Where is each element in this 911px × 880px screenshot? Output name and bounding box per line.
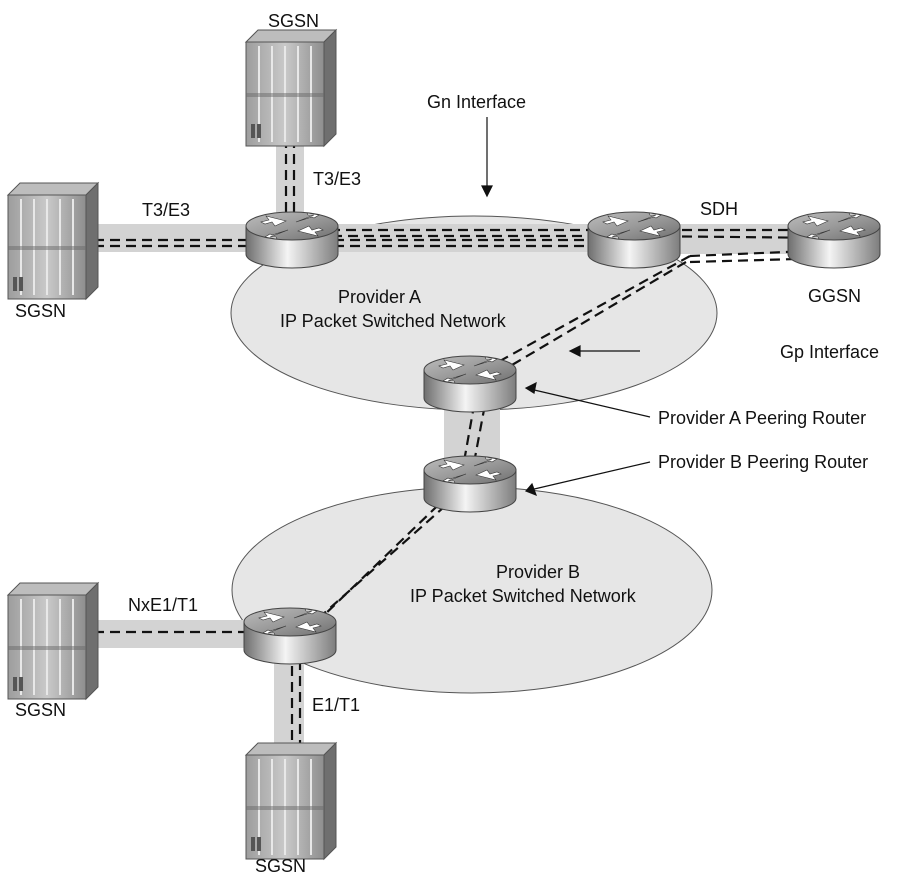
provider-a-peering-arrow bbox=[529, 388, 651, 418]
path-gp-1 bbox=[289, 255, 691, 649]
sgsn-left-label: SGSN bbox=[15, 301, 66, 321]
path-gp-2 bbox=[277, 261, 687, 655]
ggsn-router-icon bbox=[787, 211, 881, 269]
provider-b-peering-label: Provider B Peering Router bbox=[658, 452, 868, 472]
link-band-provider-a-backbone bbox=[294, 224, 634, 252]
t3e3-top-label: T3/E3 bbox=[313, 169, 361, 189]
provider-b-peering-router-icon bbox=[423, 455, 517, 513]
sgsn-server-icon bbox=[7, 582, 99, 700]
ggsn-label: GGSN bbox=[808, 286, 861, 306]
sgsn-bottom-label: SGSN bbox=[255, 856, 306, 876]
provider-a-peering-router-icon bbox=[423, 355, 517, 413]
gn-interface-label: Gn Interface bbox=[427, 92, 526, 112]
nxe1t1-label: NxE1/T1 bbox=[128, 595, 198, 615]
router-icon bbox=[243, 607, 337, 665]
router-icon bbox=[587, 211, 681, 269]
sgsn-server-icon bbox=[7, 182, 99, 300]
sgsn-server-icon bbox=[245, 742, 337, 860]
provider-b-peering-arrow bbox=[529, 461, 651, 491]
sgsn-bottom-left-label: SGSN bbox=[15, 700, 66, 720]
provider-b-line1: Provider B bbox=[496, 562, 580, 582]
sgsn-top-label: SGSN bbox=[268, 11, 319, 31]
sdh-label: SDH bbox=[700, 199, 738, 219]
sgsn-server-icon bbox=[245, 29, 337, 147]
router-icon bbox=[245, 211, 339, 269]
callout-arrows bbox=[481, 117, 651, 497]
provider-a-peering-label: Provider A Peering Router bbox=[658, 408, 866, 428]
provider-a-line1: Provider A bbox=[338, 287, 421, 307]
provider-b-line2: IP Packet Switched Network bbox=[410, 586, 637, 606]
gp-interface-label: Gp Interface bbox=[780, 342, 879, 362]
t3e3-left-label: T3/E3 bbox=[142, 200, 190, 220]
e1t1-label: E1/T1 bbox=[312, 695, 360, 715]
provider-a-line2: IP Packet Switched Network bbox=[280, 311, 507, 331]
